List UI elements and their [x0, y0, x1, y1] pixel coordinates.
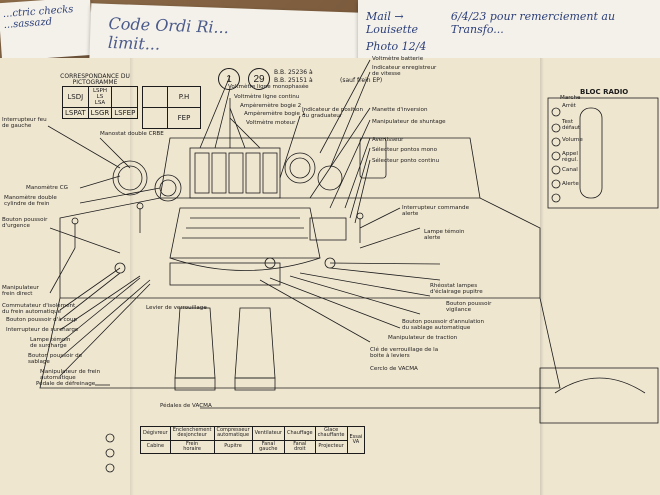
note-b-text: Code Ordi Ri... limit...	[107, 13, 230, 54]
legend-cell: Compresseur automatique	[213, 426, 253, 441]
pict-cell-lsph: LSPH LS LSA	[87, 86, 113, 108]
legend-cell: Frein horaire	[169, 439, 215, 454]
pictogram-icons-table: P.H FEP	[142, 86, 201, 129]
legend-cell: Essai VA	[346, 426, 366, 454]
bb-note: (sauf frein EP)	[340, 77, 383, 84]
callout-manipulateur-frein-auto: Manipulateur de frein automatique	[40, 369, 101, 381]
legend-cell: Enclenchement desjoncteur	[169, 426, 215, 441]
callout-rheostat-lampes: Rhéostat lampes d'éclairage pupitre	[430, 283, 483, 295]
legend-table: Dégivreur Enclenchement desjoncteur Comp…	[140, 426, 366, 454]
callout-lampe-alerte: Lampe témoin alerte	[424, 229, 465, 241]
pictogram-table: LSDJ LSPH LS LSA LSPAT LSGR LSFEP	[62, 86, 139, 119]
cab-drawing	[39, 59, 659, 473]
callout-avertisseur: Avertisseur	[372, 137, 404, 143]
pict-cell-fep: FEP	[167, 107, 201, 129]
callout-levier-verrouillage: Levier de verrouillage	[146, 305, 207, 311]
note-c-sub-text: Photo 12/4	[366, 40, 427, 53]
callout-bouton-vigilance: Bouton poussoir vigilance	[446, 301, 492, 313]
pictogram-title: CORRESPONDANCE DU PICTOGRAMME	[60, 73, 130, 87]
callout-selecteur-continu: Sélecteur ponto continu	[372, 158, 440, 164]
legend-cell: Fanal gauche	[251, 439, 285, 454]
cab-diagram-sheet: CORRESPONDANCE DU PICTOGRAMME 1 29 B.B. …	[0, 56, 660, 495]
legend-cell: Ventilateur	[251, 426, 285, 441]
callout-manostat-double: Manostat double CRBE	[100, 131, 164, 137]
callout-lampe-surcharge: Lampe témoin de surcharge	[30, 337, 71, 349]
callout-voltmetre-moteur: Voltmètre moteur	[246, 120, 296, 126]
callout-voltmetre-continu: Voltmètre ligne continu	[234, 94, 300, 100]
bloc-radio-label-canal: Canal	[562, 167, 578, 173]
callout-bouton-urgence: Bouton poussoir d'urgence	[2, 217, 48, 229]
pict-cell-lsfep: LSFEP	[111, 107, 139, 119]
bloc-radio-label-marche: Marche	[560, 95, 581, 101]
callout-amperemetre-bogie-1: Ampèremètre bogie 1	[244, 111, 306, 117]
bloc-radio-label-appel: Appel régul.	[562, 151, 579, 163]
callout-interrupteur-surcharge: Interrupteur de surcharge	[6, 327, 79, 333]
page-fold-right	[540, 58, 544, 495]
callout-indicateur-vitesse: Indicateur enregistreur de vitesse	[372, 65, 437, 77]
pict-icon-cell-1	[142, 86, 168, 108]
callout-selecteur-mono: Sélecteur pontos mono	[372, 147, 437, 153]
pict-cell-empty	[111, 86, 139, 108]
callout-manipulateur-frein-direct: Manipulateur frein direct	[2, 285, 39, 297]
legend-cell: Projecteur	[314, 439, 348, 454]
page-number-circle-1: 1	[218, 68, 240, 90]
bloc-radio-label-test: Test défaut	[562, 119, 581, 131]
bb-series-line-1: B.B. 25236 à	[274, 69, 313, 76]
legend-cell: Fanal droit	[283, 439, 316, 454]
callout-cle-verrouillage: Clé de verrouillage de la boite à levier…	[370, 347, 439, 359]
callout-voltmetre-mono: Voltmètre ligne monophasée	[228, 84, 309, 90]
callout-voltmetre-batterie: Voltmètre batterie	[372, 56, 424, 62]
callout-manometre-cg: Manomètre CG	[26, 185, 68, 191]
callout-bouton-a-coup: Bouton poussoir d'à coup	[6, 317, 78, 323]
bloc-radio-label-alerte: Alerte	[562, 181, 579, 187]
callout-cerclo-vacma: Cerclo de VACMA	[370, 366, 418, 372]
legend-cell: Chauffage	[283, 426, 316, 441]
callout-interrupteur-alerte: Interrupteur commande alerte	[402, 205, 470, 217]
bb-series-line-2: B.B. 25151 à	[274, 77, 313, 84]
page-fold-left	[130, 58, 134, 495]
legend-cell: Glace chauffante	[314, 426, 348, 441]
callout-amperemetre-bogie-2: Ampèremètre bogie 2	[240, 103, 302, 109]
callout-interrupteur-feu: Interrupteur feu de gauche	[2, 117, 47, 129]
bloc-radio-label-volume: Volume	[562, 137, 583, 143]
note-c-left-text: Mail → Louisette	[366, 10, 419, 36]
callout-indicateur-graduateur: Indicateur de position du graduateur	[302, 107, 363, 119]
callout-manipulateur-traction: Manipulateur de traction	[388, 335, 458, 341]
callout-pedales-vacma: Pédales de VACMA	[160, 403, 212, 409]
pict-cell-lsdj: LSDJ	[62, 86, 89, 108]
pict-cell-lspat: LSPAT	[62, 107, 89, 119]
pict-cell-ph: P.H	[167, 86, 201, 108]
bloc-radio-title: BLOC RADIO	[580, 88, 629, 96]
legend-cell: Dégivreur	[140, 426, 171, 441]
callout-pedale-defreinage: Pédale de défreinage	[36, 381, 96, 387]
note-a-text: ...ctric checks ...sassazd	[2, 4, 74, 31]
page-number-circle-2: 29	[248, 68, 270, 90]
pict-icon-cell-2	[142, 107, 168, 129]
callout-annulation-sablage: Bouton poussoir d'annulation du sablage …	[402, 319, 484, 331]
callout-manipulateur-shuntage: Manipulateur de shuntage	[372, 119, 446, 125]
note-c-right-text: 6/4/23 pour remerciement au Transfo...	[450, 10, 616, 36]
pict-cell-lsgr: LSGR	[87, 107, 113, 119]
callout-bouton-sablage: Bouton poussoir de sablage	[28, 353, 83, 365]
handwritten-note-right: Mail → Louisette 6/4/23 pour remerciemen…	[358, 0, 660, 70]
callout-manette-inversion: Manette d'inversion	[372, 107, 428, 113]
legend-cell: Pupitre	[213, 439, 253, 454]
handwritten-note-top-left: ...ctric checks ...sassazd	[0, 0, 94, 62]
bloc-radio-label-arret: Arrêt	[562, 103, 576, 109]
legend-cell: Cabine	[140, 439, 171, 454]
callout-manometre-double: Manomètre double cylindre de frein	[4, 195, 57, 207]
callout-commutateur-isolement: Commutateur d'isolement du frein automat…	[2, 303, 76, 315]
